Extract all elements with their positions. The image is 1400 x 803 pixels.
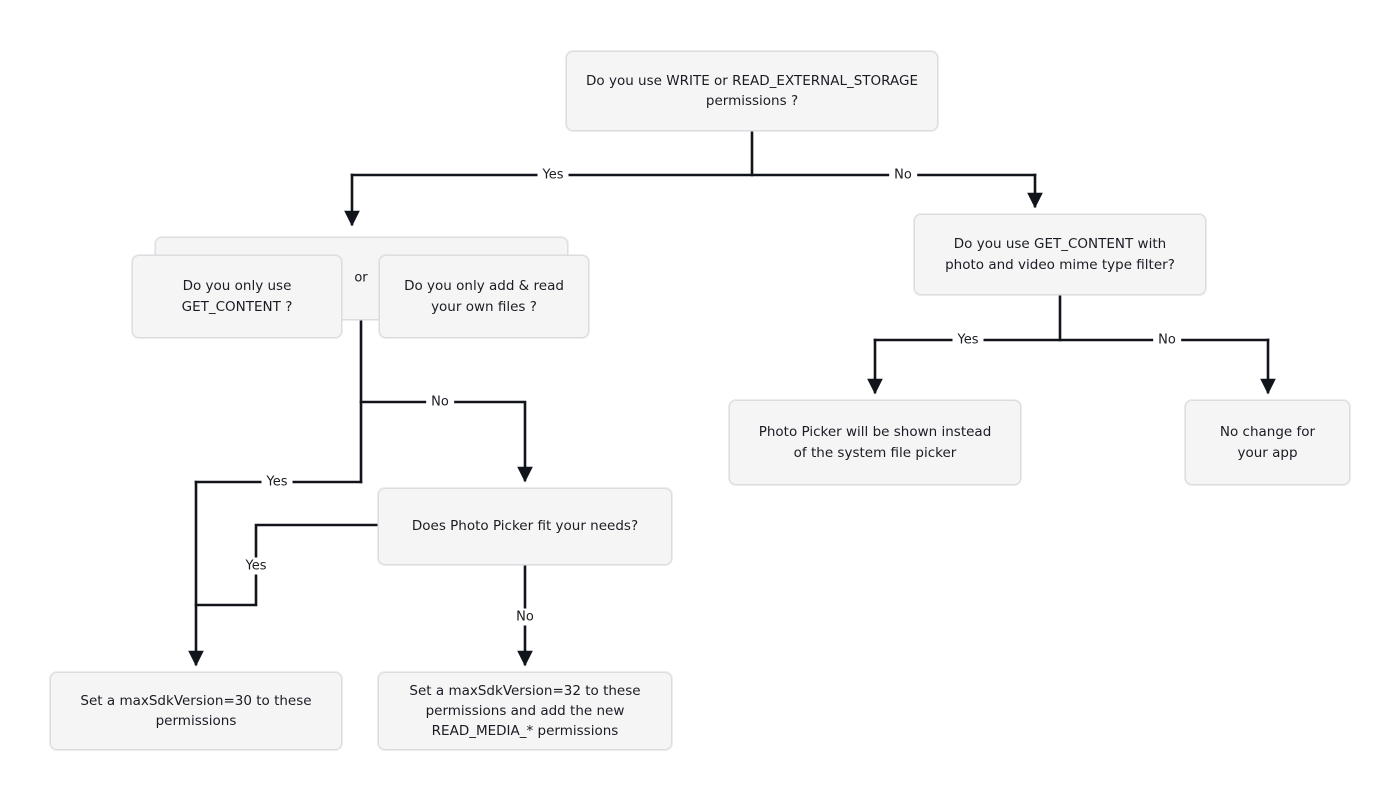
edge-label-no-right: No (1153, 331, 1181, 349)
node-q-photo-picker-fit[interactable]: Does Photo Picker fit your needs? (378, 488, 672, 565)
edge-label-yes-top-left: Yes (537, 166, 569, 184)
edge-label-yes-picker: Yes (240, 557, 272, 575)
node-q-own-files[interactable]: Do you only add & read your own files ? (379, 255, 589, 338)
edge-label-no-top-right: No (889, 166, 917, 184)
node-result-no-change[interactable]: No change for your app (1185, 400, 1350, 485)
edge-label-no-left-mid: No (426, 393, 454, 411)
edge-label-yes-left-trunk: Yes (261, 473, 293, 491)
node-q-write-read-permissions[interactable]: Do you use WRITE or READ_EXTERNAL_STORAG… (566, 51, 938, 131)
node-q-only-get-content[interactable]: Do you only use GET_CONTENT ? (132, 255, 342, 338)
or-label: or (354, 270, 368, 286)
node-q-get-content-mime-filter[interactable]: Do you use GET_CONTENT with photo and vi… (914, 214, 1206, 295)
node-result-max-sdk-32[interactable]: Set a maxSdkVersion=32 to these permissi… (378, 672, 672, 750)
node-result-max-sdk-30[interactable]: Set a maxSdkVersion=30 to these permissi… (50, 672, 342, 750)
edge-label-yes-right: Yes (952, 331, 984, 349)
edge-picker-yes (194, 523, 380, 607)
edge-label-no-picker: No (511, 608, 539, 626)
node-result-photo-picker-shown[interactable]: Photo Picker will be shown instead of th… (729, 400, 1021, 485)
edge-group-no (359, 400, 533, 483)
